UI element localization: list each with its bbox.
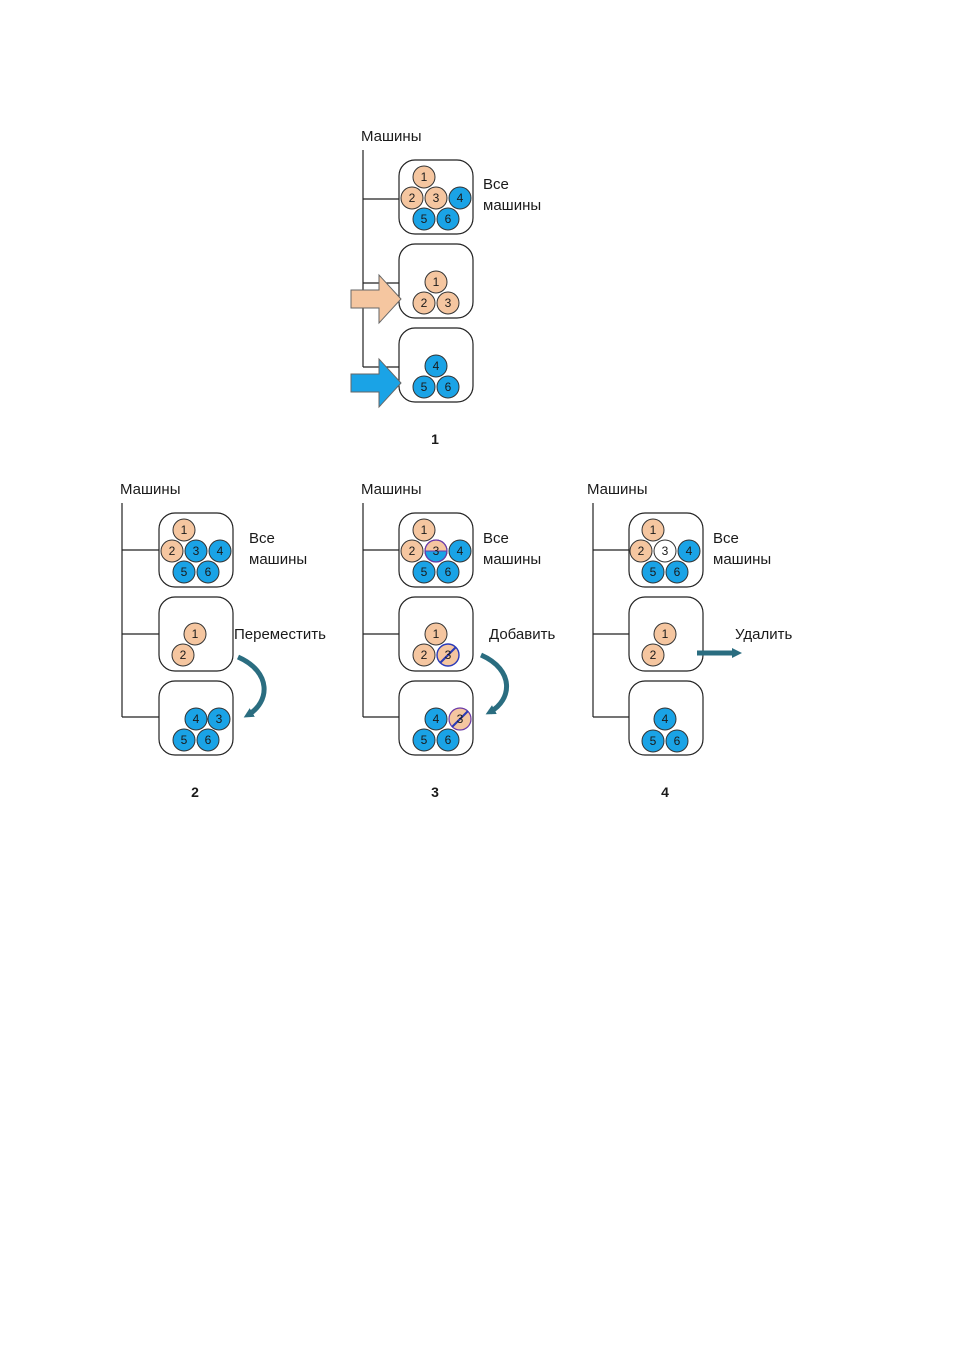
all-machines-label-2: машины (249, 551, 307, 568)
tree-lines (363, 503, 399, 717)
svg-text:4: 4 (433, 359, 440, 373)
svg-text:1: 1 (181, 523, 188, 537)
all-machines-label-1: Все (713, 530, 739, 547)
svg-text:5: 5 (650, 565, 657, 579)
svg-text:6: 6 (205, 565, 212, 579)
svg-text:6: 6 (445, 212, 452, 226)
svg-text:2: 2 (421, 296, 428, 310)
move-label: Переместить (234, 626, 326, 643)
svg-text:1: 1 (433, 275, 440, 289)
svg-text:6: 6 (674, 734, 681, 748)
svg-text:3: 3 (193, 544, 200, 558)
svg-text:2: 2 (650, 648, 657, 662)
svg-text:3: 3 (457, 712, 464, 726)
tree-lines (122, 503, 159, 717)
blue-arrow-icon (351, 359, 401, 407)
delete-label: Удалить (735, 626, 792, 643)
all-machines-label-2: машины (483, 551, 541, 568)
all-machines-label-1: Все (249, 530, 275, 547)
svg-text:5: 5 (421, 565, 428, 579)
svg-text:6: 6 (205, 733, 212, 747)
tree-lines (363, 150, 399, 367)
panel-1: Машины 1 2 3 4 5 6 Все машины 1 2 3 4 5 … (351, 128, 541, 447)
add-label: Добавить (489, 626, 555, 643)
svg-text:2: 2 (409, 191, 416, 205)
panel-4: Машины 1 2 3 4 5 6 Все машины 1 2 Удалит… (587, 481, 792, 800)
panel-2: Машины 1 2 3 4 5 6 Все машины 1 2 Переме… (120, 481, 326, 800)
svg-text:4: 4 (686, 544, 693, 558)
svg-text:1: 1 (433, 627, 440, 641)
svg-text:5: 5 (650, 734, 657, 748)
tree-root-label: Машины (587, 481, 647, 498)
svg-text:5: 5 (421, 733, 428, 747)
panel-caption-1: 1 (431, 431, 439, 447)
svg-text:3: 3 (445, 296, 452, 310)
svg-text:2: 2 (421, 648, 428, 662)
svg-text:4: 4 (217, 544, 224, 558)
tree-root-label: Машины (120, 481, 180, 498)
svg-text:2: 2 (409, 544, 416, 558)
svg-text:3: 3 (445, 648, 452, 662)
svg-text:3: 3 (433, 544, 440, 558)
all-machines-label-2: машины (713, 551, 771, 568)
panel-3: Машины 1 2 3 4 5 6 Все машины 1 2 3 Доба… (361, 481, 555, 800)
curved-arrow-icon (481, 655, 507, 712)
svg-text:6: 6 (445, 380, 452, 394)
svg-text:5: 5 (421, 380, 428, 394)
all-machines-label-1: Все (483, 530, 509, 547)
svg-text:3: 3 (662, 544, 669, 558)
svg-text:1: 1 (662, 627, 669, 641)
svg-text:5: 5 (181, 565, 188, 579)
tree-root-label: Машины (361, 481, 421, 498)
svg-text:2: 2 (169, 544, 176, 558)
curved-arrow-icon (238, 657, 264, 715)
svg-text:4: 4 (193, 712, 200, 726)
svg-text:4: 4 (433, 712, 440, 726)
svg-text:2: 2 (638, 544, 645, 558)
svg-text:4: 4 (457, 191, 464, 205)
panel-caption-3: 3 (431, 784, 439, 800)
all-machines-label-2: машины (483, 197, 541, 214)
svg-text:3: 3 (433, 191, 440, 205)
all-machines-label-1: Все (483, 176, 509, 193)
svg-text:6: 6 (445, 565, 452, 579)
svg-text:1: 1 (192, 627, 199, 641)
svg-text:2: 2 (180, 648, 187, 662)
panel-caption-2: 2 (191, 784, 199, 800)
svg-text:4: 4 (457, 544, 464, 558)
svg-text:6: 6 (445, 733, 452, 747)
svg-text:5: 5 (181, 733, 188, 747)
panel-caption-4: 4 (661, 784, 669, 800)
svg-text:3: 3 (216, 712, 223, 726)
svg-text:4: 4 (662, 712, 669, 726)
svg-text:1: 1 (421, 170, 428, 184)
svg-text:1: 1 (421, 523, 428, 537)
tree-root-label: Машины (361, 128, 421, 145)
orange-arrow-icon (351, 275, 401, 323)
svg-text:6: 6 (674, 565, 681, 579)
svg-text:5: 5 (421, 212, 428, 226)
tree-lines (593, 503, 629, 717)
svg-text:1: 1 (650, 523, 657, 537)
